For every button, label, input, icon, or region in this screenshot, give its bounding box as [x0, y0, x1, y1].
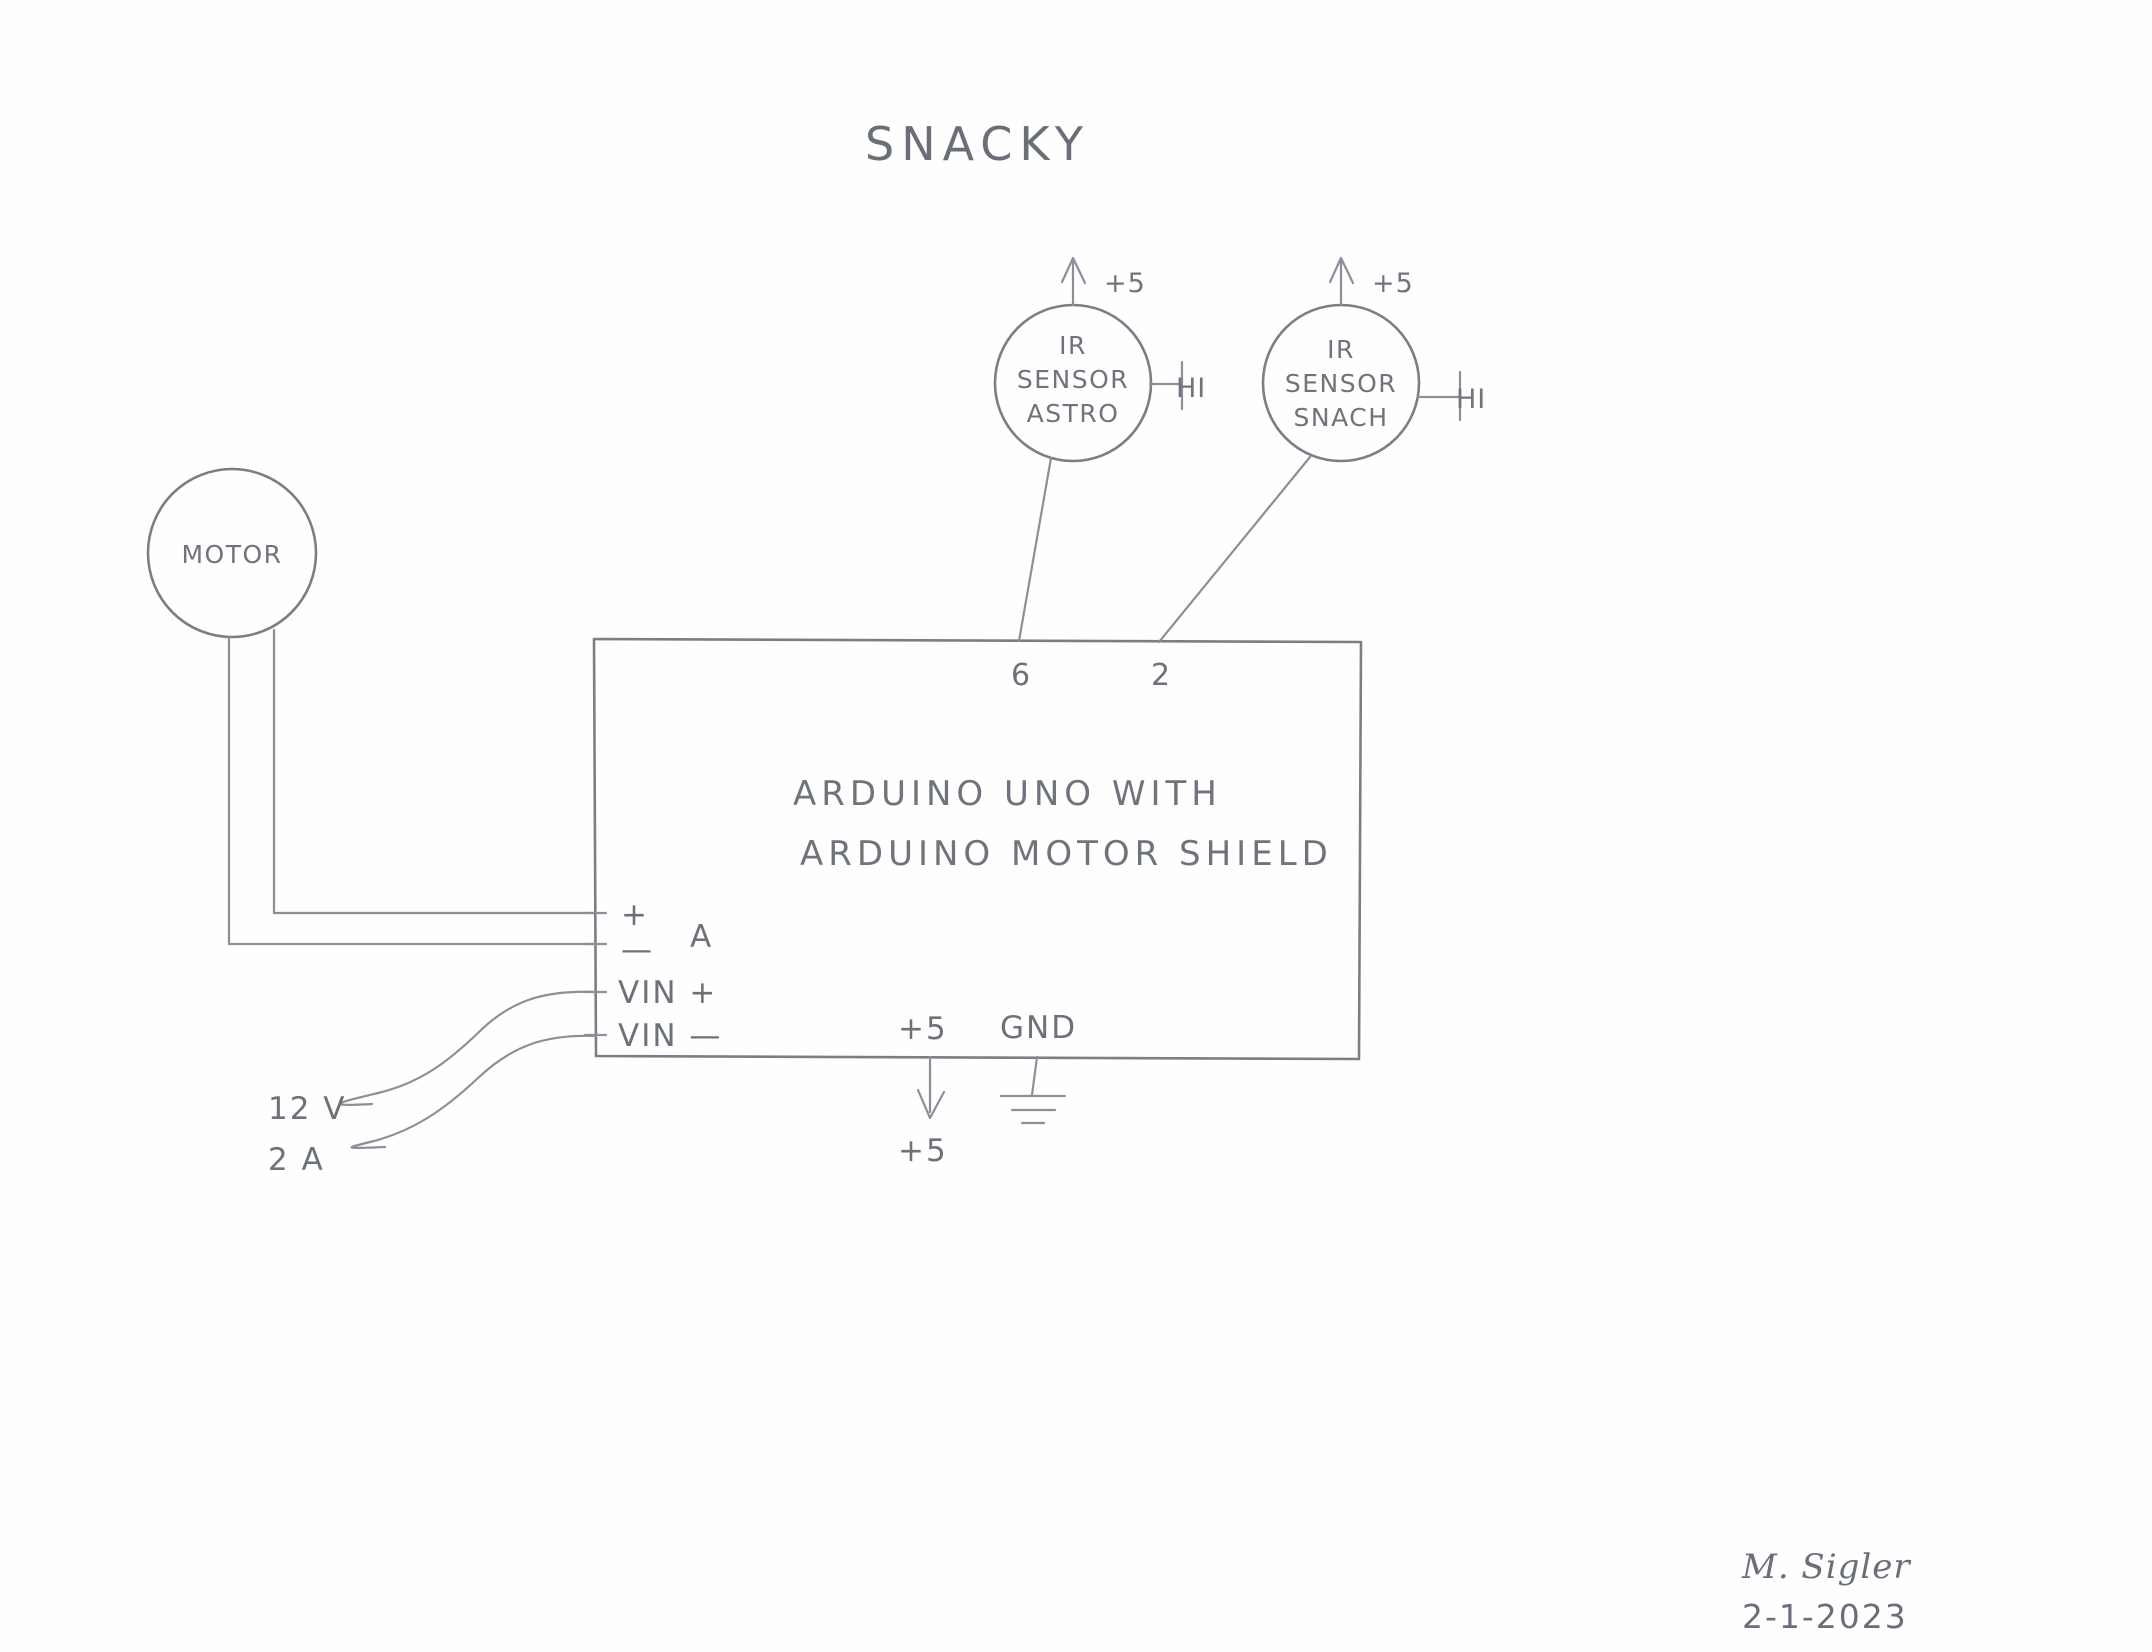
ir-sensor-astro-supply-arrowhead [1060, 256, 1087, 285]
board-title-line1: ARDUINO UNO WITH [793, 774, 1222, 814]
ir-sensor-astro-to-pin6-wire [1017, 456, 1053, 643]
ir-sensor-snach-line3: SNACH [1294, 403, 1389, 432]
terminal-label-minus: — [621, 932, 654, 968]
ir-sensor-snach-line2: SENSOR [1285, 369, 1397, 398]
ir-sensor-snach-line1: IR [1327, 335, 1355, 364]
ir-sensor-snach-supply-label: +5 [1372, 268, 1414, 299]
gnd-label: GND [1000, 1010, 1077, 1046]
motor-label: MOTOR [181, 540, 282, 569]
terminal-label-vin-plus: VIN + [618, 975, 717, 1011]
board-title-line2: ARDUINO MOTOR SHIELD [800, 834, 1333, 874]
terminal-label-plus: + [621, 897, 649, 933]
ir-sensor-astro-line1: IR [1059, 331, 1087, 360]
ir-sensor-astro-output-label: HI [1176, 373, 1206, 404]
ir-sensor-astro-line3: ASTRO [1027, 399, 1120, 428]
ir-sensor-snach-supply-arrowhead [1328, 256, 1355, 285]
motor-wire-minus [227, 635, 598, 946]
motor-circle [146, 467, 318, 639]
five-volt-rail-arrowhead [916, 1088, 946, 1120]
ir-sensor-snach-to-pin2-wire [1157, 455, 1312, 644]
five-volt-bottom-label: +5 [898, 1133, 948, 1169]
power-cable-wire-negative [350, 1034, 598, 1150]
page-title: SNACKY [865, 117, 1090, 171]
terminal-label-channel-a: A [690, 919, 713, 955]
pin-label-2: 2 [1151, 658, 1171, 693]
arduino-board-outline [592, 637, 1363, 1061]
five-volt-top-label: +5 [898, 1011, 948, 1047]
power-cable-wire-positive [338, 990, 598, 1106]
signature-date: 2-1-2023 [1742, 1597, 1908, 1636]
pin-label-6: 6 [1011, 658, 1031, 693]
ir-sensor-snach-output-label: HI [1456, 384, 1486, 415]
motor-wire-plus [272, 628, 598, 915]
gnd-rail-line [1030, 1055, 1039, 1097]
power-supply-voltage: 12 V [268, 1091, 347, 1127]
signature-name: M. Sigler [1741, 1547, 1911, 1587]
ir-sensor-astro-supply-label: +5 [1104, 268, 1146, 299]
power-supply-current: 2 A [268, 1142, 325, 1178]
terminal-label-vin-minus: VIN — [618, 1018, 722, 1054]
ir-sensor-astro-line2: SENSOR [1017, 365, 1129, 394]
